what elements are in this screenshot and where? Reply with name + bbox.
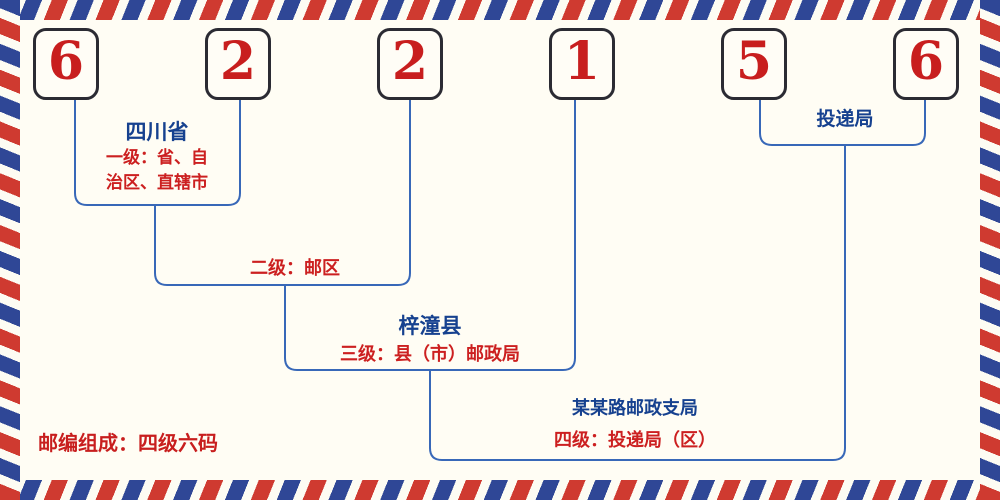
level1-place-label: 四川省 [125,120,189,144]
digit-box-4: 1 [549,28,615,100]
digit-6: 6 [907,31,945,92]
connector-level4-bracket [429,145,846,461]
connector-level2-bracket [154,100,411,286]
level1-desc-line2: 治区、直辖市 [106,172,208,193]
footer-note: 邮编组成：四级六码 [38,431,218,455]
digit-2: 2 [219,31,257,92]
envelope-stripe-top [0,0,1000,20]
level1-desc-line1: 一级：省、自 [106,148,208,168]
level3-desc-label: 三级：县（市）邮政局 [340,344,520,365]
level3-place-label: 梓潼县 [398,314,462,338]
digit-1: 6 [47,31,85,92]
digit-3: 2 [391,31,429,92]
connector-delivery-bracket [759,100,926,146]
digit-4: 1 [563,31,601,92]
digit-box-5: 5 [721,28,787,100]
digit-box-1: 6 [33,28,99,100]
digit-box-3: 2 [377,28,443,100]
digit-5: 5 [735,31,773,92]
envelope-stripe-right [980,0,1000,500]
level4-branch-label: 某某路邮政支局 [572,398,698,419]
digit-box-2: 2 [205,28,271,100]
connector-level1-bracket [74,100,241,206]
level4-desc-label: 四级：投递局（区） [554,430,716,451]
level2-desc-label: 二级：邮区 [250,258,340,279]
delivery-office-label: 投递局 [816,108,874,130]
digit-box-6: 6 [893,28,959,100]
envelope-stripe-bottom [0,480,1000,500]
envelope-stripe-left [0,0,20,500]
level1-desc-label: 一级：省、自 治区、直辖市 [77,146,237,195]
